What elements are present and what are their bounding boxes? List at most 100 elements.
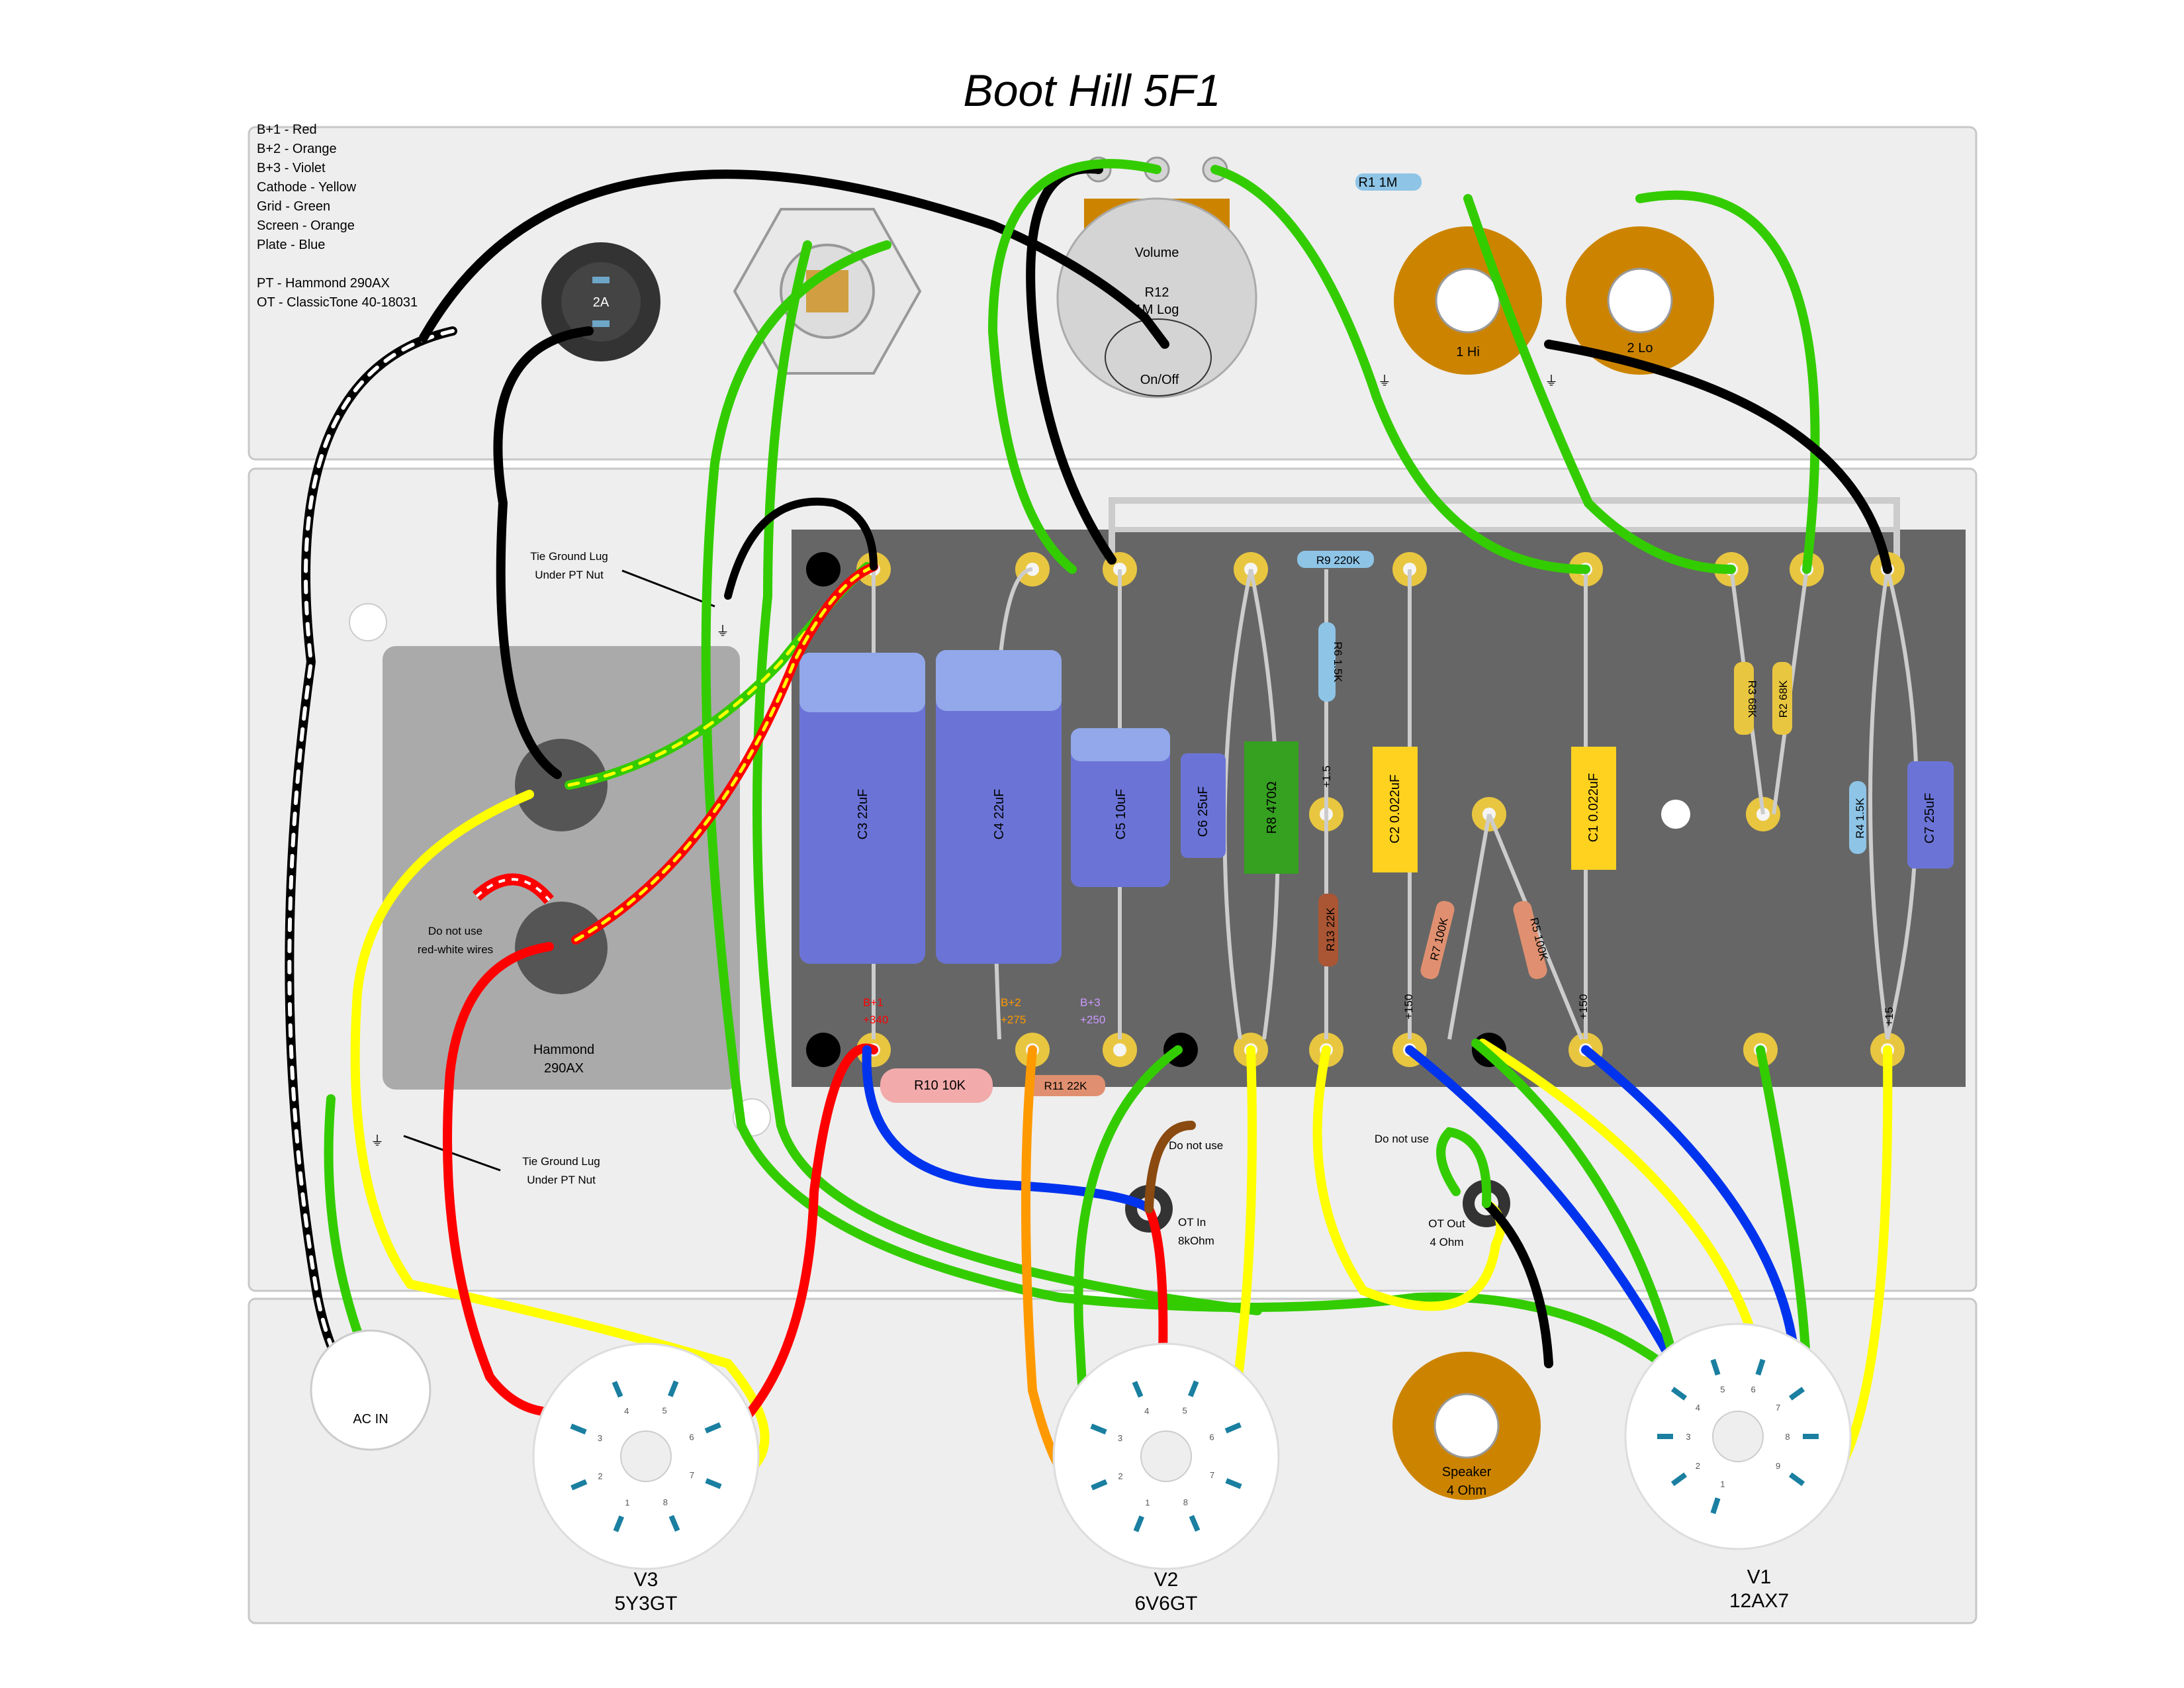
r2-label: R2 68K [1777, 680, 1790, 718]
r4-label: R4 1.5K [1854, 798, 1866, 839]
pin-number: 6 [689, 1432, 694, 1442]
wires [285, 159, 1893, 1550]
wire-color-legend: B+1 - Red B+2 - Orange B+3 - Violet Cath… [257, 122, 418, 310]
ground-symbol: ⏚ [371, 1134, 384, 1149]
legend-line: B+3 - Violet [257, 161, 326, 175]
socket-pin [705, 1478, 722, 1489]
pin-number: 4 [624, 1406, 629, 1416]
ground-note-upper: Tie Ground Lug Under PT Nut ⏚ [530, 550, 729, 639]
pin-number: 8 [663, 1497, 668, 1507]
pt-label-1: Hammond [533, 1043, 594, 1057]
ground-symbol: ⏚ [1545, 374, 1558, 389]
wire-pt-black [493, 326, 594, 779]
pin-number: 2 [1118, 1471, 1122, 1481]
r3-label: R3 68K [1746, 680, 1758, 718]
voltage-150b: +150 [1577, 994, 1590, 1019]
wire-ot-brown [1144, 1121, 1196, 1213]
socket-pin [612, 1381, 623, 1398]
resistor-r8 [1244, 741, 1298, 874]
pin-number: 9 [1776, 1461, 1780, 1471]
r6-label: R6 1.5K [1332, 641, 1344, 682]
eyelet [806, 552, 841, 586]
cap-c3 [799, 653, 925, 964]
v3-name: V3 [634, 1569, 659, 1591]
socket-pin [1755, 1358, 1766, 1376]
wire-b1-red [697, 1043, 878, 1461]
v3-type: 5Y3GT [614, 1593, 677, 1615]
pin-number: 3 [1686, 1432, 1690, 1442]
cap-c5 [1071, 728, 1170, 887]
ac-inlet: AC IN [310, 1329, 432, 1451]
ot-in-label: OT In [1178, 1216, 1206, 1229]
resistor-r7 [1420, 900, 1455, 980]
volume-title: Volume [1135, 246, 1179, 260]
legend-line: OT - ClassicTone 40-18031 [257, 295, 418, 310]
socket-pin [1188, 1380, 1199, 1397]
legend-line: B+1 - Red [257, 122, 317, 137]
diagram-title: Boot Hill 5F1 [963, 66, 1220, 116]
resistor-r3 [1734, 662, 1754, 735]
socket-pin [1670, 1472, 1688, 1486]
pin-number: 1 [1145, 1498, 1150, 1508]
r13-label: R13 22K [1324, 907, 1337, 951]
ot-in-note: Do not use [1169, 1139, 1223, 1152]
pin-number: 5 [1720, 1385, 1725, 1395]
b3-voltage: +250 [1080, 1013, 1105, 1026]
pin-number: 4 [1144, 1406, 1149, 1416]
r9-label: R9 220K [1316, 554, 1361, 567]
b3-name: B+3 [1080, 996, 1101, 1009]
r1-label: R1 1M [1359, 175, 1398, 190]
v1-type: 12AX7 [1729, 1590, 1789, 1612]
legend-line: PT - Hammond 290AX [257, 276, 390, 291]
ot-out-note: Do not use [1375, 1133, 1429, 1145]
r11-label: R11 22K [1044, 1080, 1088, 1092]
socket-pin [1224, 1422, 1242, 1434]
pin-number: 6 [1209, 1432, 1214, 1442]
c5-label: C5 10uF [1114, 789, 1128, 840]
socket-pin [704, 1422, 721, 1434]
cap-c6 [1181, 753, 1226, 858]
pin-number: 5 [1182, 1405, 1187, 1415]
socket-pin [668, 1515, 680, 1532]
pin-number: 8 [1785, 1432, 1790, 1442]
wire-input-black [1544, 340, 1892, 574]
pin-number: 7 [1210, 1470, 1214, 1480]
pin-number: 1 [1720, 1479, 1725, 1489]
socket-pin [668, 1380, 679, 1397]
c3-label: C3 22uF [856, 789, 870, 840]
b1-voltage: +340 [863, 1013, 888, 1026]
chassis-hole [349, 603, 387, 641]
wire-input-green [1210, 165, 1590, 574]
cap-c7 [1907, 761, 1954, 868]
voltage-15: +15 [1883, 1007, 1895, 1026]
cap-c4 [936, 650, 1062, 964]
pin-number: 2 [598, 1471, 602, 1481]
legend-line: Plate - Blue [257, 238, 325, 252]
legend-line: B+2 - Orange [257, 142, 337, 156]
v2-type: 6V6GT [1134, 1593, 1197, 1615]
socket-pin [1133, 1515, 1144, 1532]
ground-symbol: ⏚ [716, 624, 729, 639]
pin-number: 4 [1696, 1403, 1700, 1413]
voltage-labels: B+1 +340 B+2 +275 B+3 +250 +150 +150 +1.… [863, 765, 1895, 1026]
ground-symbol: ⏚ [1378, 374, 1391, 389]
voltage-1-5: +1.5 [1320, 765, 1333, 788]
ground-note-text: Under PT Nut [535, 569, 604, 581]
c4-label: C4 22uF [992, 789, 1007, 840]
resistor-r10 [880, 1068, 993, 1103]
wire-plate-v2-blue [862, 1045, 1154, 1213]
wire-ot-out-black [1482, 1199, 1553, 1368]
wire-cathode-v1-yellow [1478, 1039, 1765, 1368]
wire-input-green [1635, 190, 1820, 574]
c2-label: C2 0.022uF [1388, 774, 1402, 844]
socket-pin [1710, 1358, 1721, 1376]
socket-pin [1657, 1434, 1673, 1439]
resistor-r2 [1772, 662, 1792, 735]
ot-out-value: 4 Ohm [1430, 1236, 1463, 1248]
pt-note-2: red-white wires [418, 943, 493, 956]
socket-pin [1803, 1434, 1819, 1439]
r8-label: R8 470Ω [1265, 781, 1279, 833]
pt-label-2: 290AX [544, 1061, 584, 1076]
power-transformer: Hammond 290AX Do not use red-white wires [383, 646, 740, 1090]
